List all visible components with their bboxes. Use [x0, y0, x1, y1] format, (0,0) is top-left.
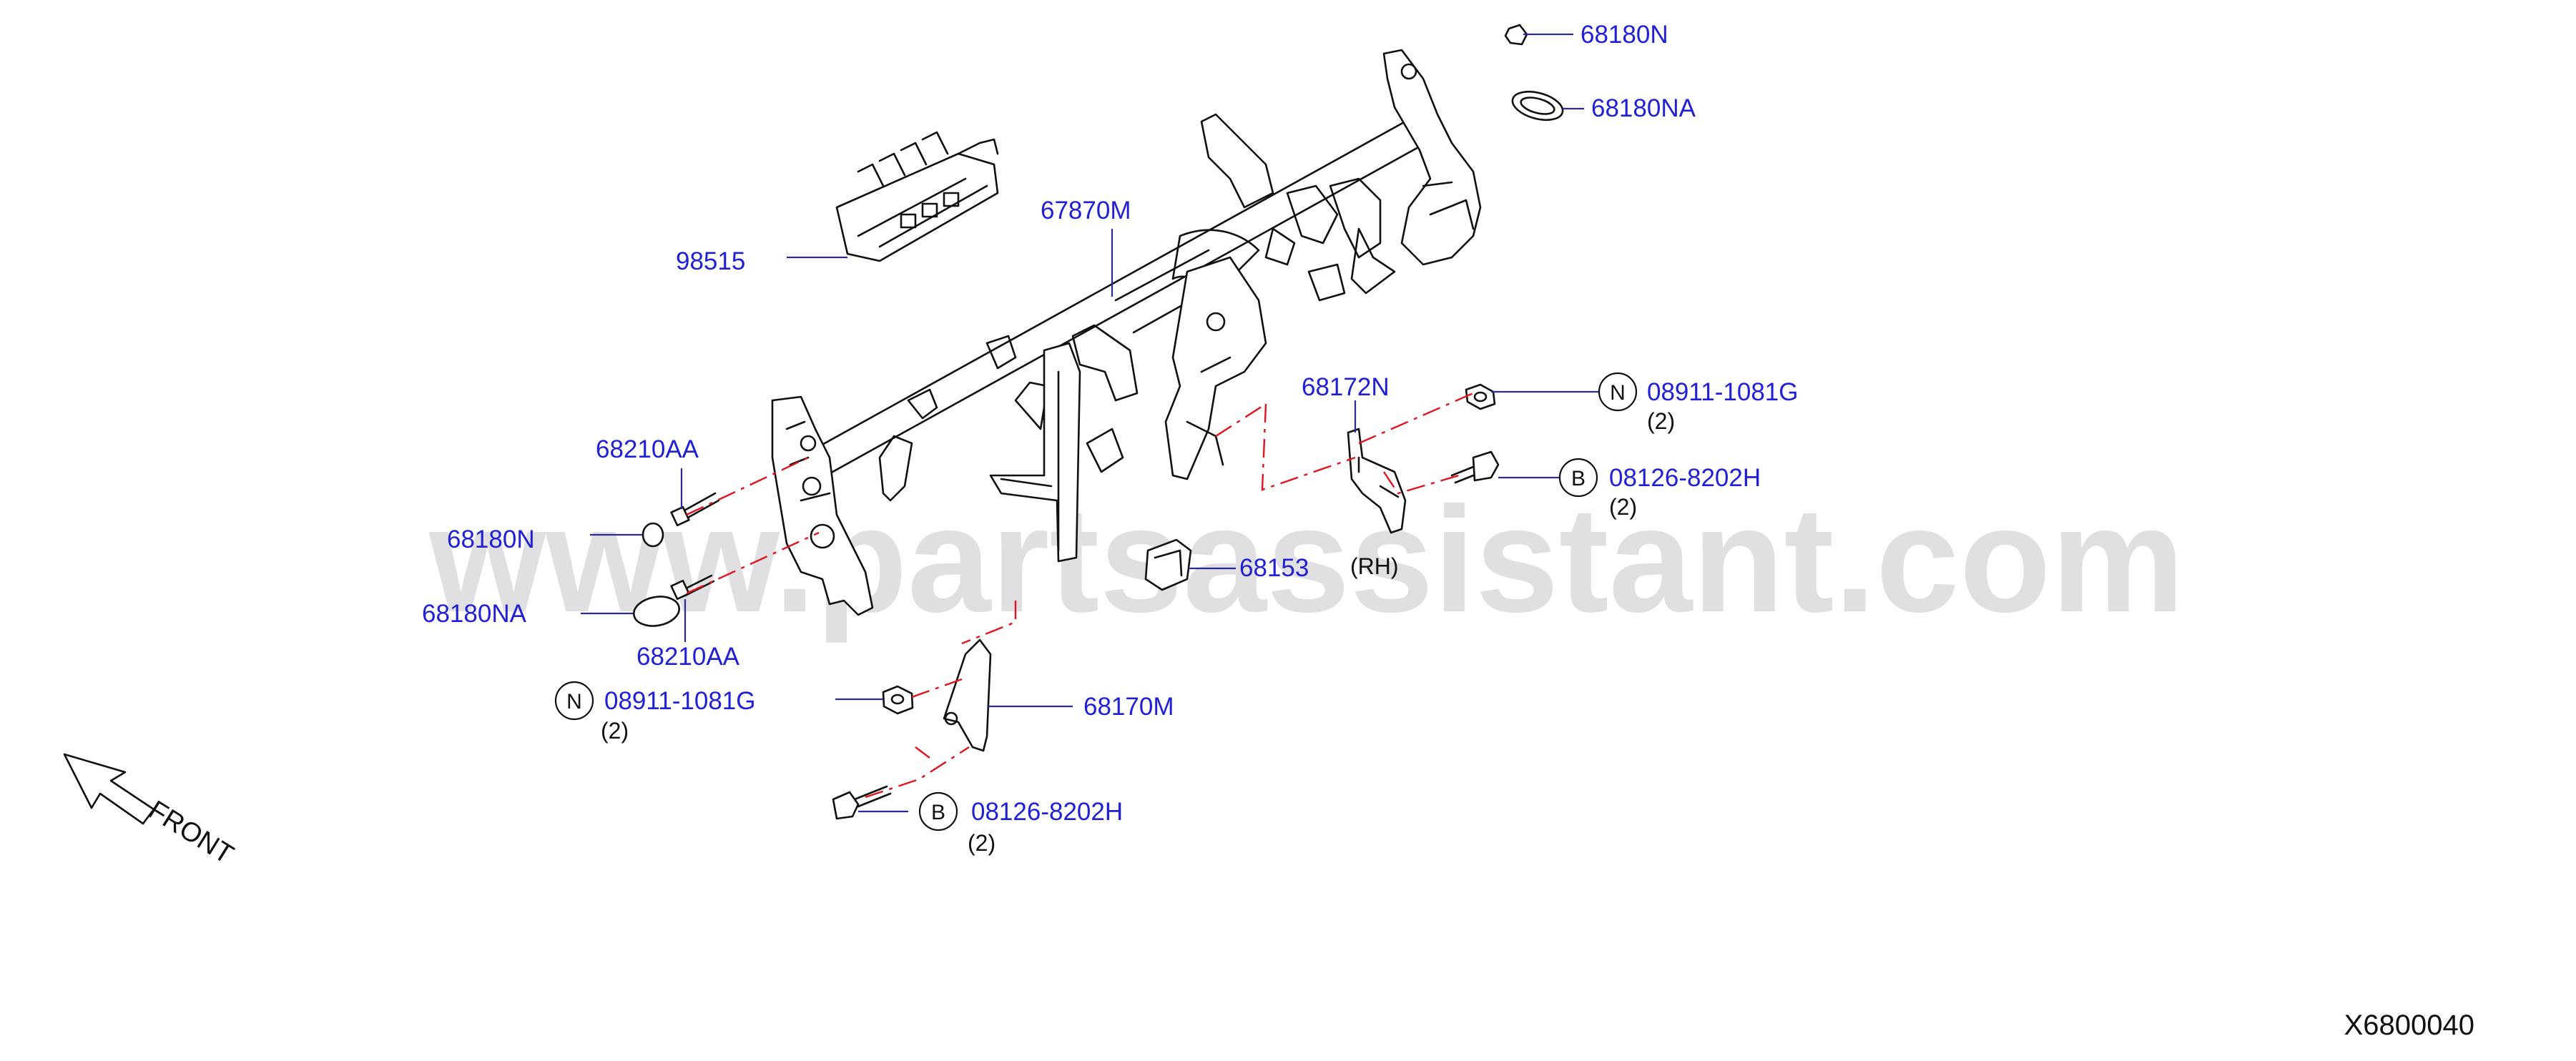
leader-lines — [581, 33, 1598, 813]
callout-p10[interactable]: 68153 — [1239, 554, 1309, 582]
callout-p13[interactable]: 08911-1081G — [604, 687, 755, 715]
steering-member-drawing — [771, 49, 1482, 616]
assembly-dash-lines — [686, 392, 1474, 799]
prefix-p15: B — [931, 801, 945, 824]
prefix-circles — [554, 372, 1638, 831]
watermark-text: www.partsassistant.com — [428, 475, 2185, 643]
callout-p9[interactable]: 68180N — [447, 525, 535, 553]
qty-p7: (2) — [1609, 494, 1637, 520]
callout-p2[interactable]: 68180NA — [1591, 94, 1696, 122]
callout-p8[interactable]: 68210AA — [596, 435, 699, 463]
bracket-drawings — [943, 428, 1407, 752]
prefix-p13: N — [566, 690, 582, 714]
qty-p6: (2) — [1647, 408, 1675, 434]
callout-p14[interactable]: 68170M — [1083, 693, 1174, 721]
callout-p3[interactable]: 67870M — [1041, 197, 1131, 224]
front-direction: FRONT — [63, 753, 238, 870]
callout-p4[interactable]: 98515 — [676, 247, 745, 275]
quantity-labels: (2) (2) (2) (2) — [601, 408, 1675, 856]
diagram-code: X6800040 — [2344, 1010, 2474, 1041]
side-note: (RH) — [1350, 553, 1399, 579]
part-callouts: 68180N 68180NA 67870M 98515 68172N 08911… — [422, 21, 1798, 826]
callout-p6[interactable]: 08911-1081G — [1647, 378, 1798, 406]
airbag-module-drawing — [835, 131, 999, 262]
front-arrow-icon — [63, 753, 155, 825]
callout-p7[interactable]: 08126-8202H — [1609, 464, 1761, 492]
prefix-letters: N B N B — [566, 381, 1626, 824]
callout-p5[interactable]: 68172N — [1302, 373, 1390, 401]
front-label: FRONT — [143, 795, 238, 870]
qty-p15: (2) — [968, 830, 996, 856]
callout-p15[interactable]: 08126-8202H — [971, 798, 1123, 826]
callout-p1[interactable]: 68180N — [1580, 21, 1668, 49]
callout-p12[interactable]: 68210AA — [636, 643, 740, 671]
qty-p13: (2) — [601, 718, 629, 744]
prefix-p6: N — [1610, 381, 1626, 405]
fastener-drawings — [632, 24, 1564, 820]
prefix-p7: B — [1571, 467, 1586, 490]
callout-p11[interactable]: 68180NA — [422, 600, 527, 628]
